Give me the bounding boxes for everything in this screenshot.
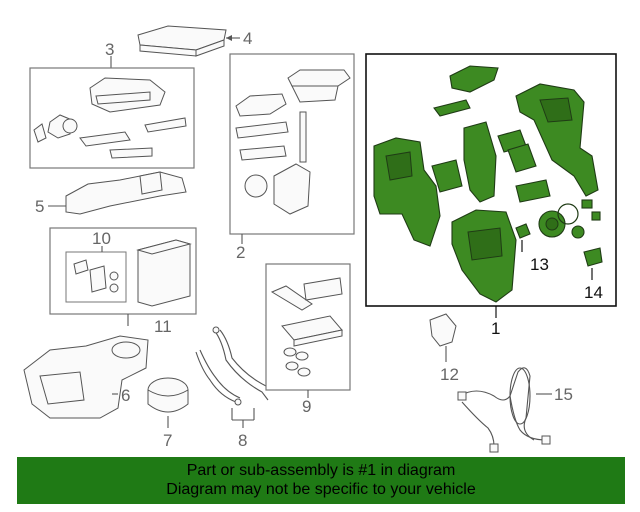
part-8-hoses[interactable] (195, 326, 269, 428)
callout-3: 3 (105, 40, 114, 59)
info-banner: Part or sub-assembly is #1 in diagram Di… (17, 457, 625, 504)
callout-12: 12 (440, 365, 459, 384)
callout-6: 6 (121, 386, 130, 405)
part-1-hvac-assembly[interactable] (365, 53, 617, 318)
banner-line-1: Part or sub-assembly is #1 in diagram (186, 462, 456, 479)
part-3-assembly[interactable] (29, 56, 195, 169)
callout-4: 4 (243, 29, 252, 48)
callout-15: 15 (554, 385, 573, 404)
callout-2: 2 (236, 243, 245, 262)
part-15-harness[interactable] (457, 367, 552, 453)
callout-7: 7 (163, 431, 172, 450)
callout-1: 1 (491, 319, 500, 338)
part-6-housing[interactable] (23, 335, 149, 419)
part-2-assembly[interactable] (229, 53, 355, 244)
callout-11: 11 (154, 317, 172, 336)
banner-line-2: Diagram may not be specific to your vehi… (166, 481, 476, 498)
callout-9: 9 (302, 397, 311, 416)
callout-13: 13 (530, 255, 549, 274)
part-9-heater-core[interactable] (265, 263, 351, 398)
part-12-sensor[interactable] (429, 313, 457, 362)
part-4-filter[interactable] (137, 25, 240, 57)
part-11-assembly[interactable] (49, 227, 197, 326)
part-5-duct[interactable] (48, 171, 187, 215)
part-7-blower-motor[interactable] (147, 377, 189, 428)
callout-8: 8 (238, 431, 247, 450)
callout-10: 10 (92, 229, 111, 248)
callout-5: 5 (35, 197, 44, 216)
callout-14: 14 (584, 283, 603, 302)
